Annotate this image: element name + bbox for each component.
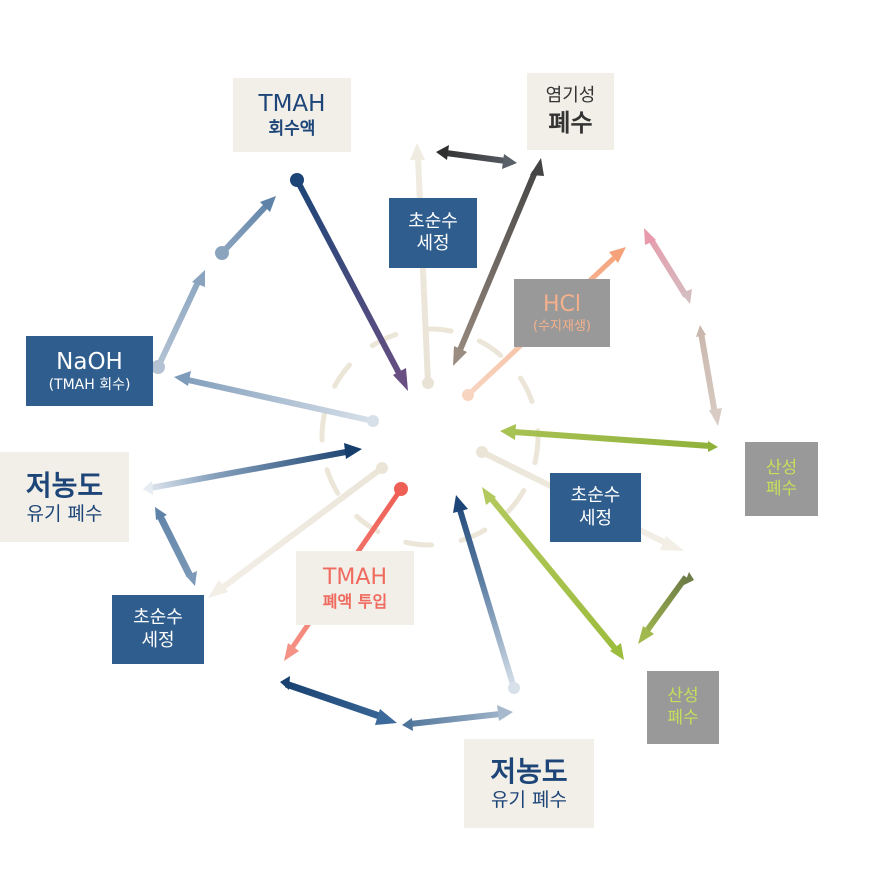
label-acid-waste-bottom-line2: 폐수 xyxy=(667,707,699,728)
label-naoh-line1: NaOH xyxy=(56,348,123,375)
arrow-olive-down xyxy=(638,572,694,644)
label-uprw-left-line2: 세정 xyxy=(141,629,175,651)
arrow-cream-left-down xyxy=(208,462,388,598)
arrow-navy-left xyxy=(143,443,362,495)
label-uprw-top-line2: 세정 xyxy=(416,233,450,254)
label-acid-waste-bottom-line1: 산성 xyxy=(667,686,699,707)
label-low-conc-left: 저농도 유기 폐수 xyxy=(0,452,129,542)
label-hcl-line2: (수지재생) xyxy=(533,318,591,334)
arrow-lime-left xyxy=(500,424,718,452)
arrow-taupe-down xyxy=(696,325,722,426)
label-tmah-input: TMAH 폐액 투입 xyxy=(296,551,414,625)
label-acid-waste-right-line1: 산성 xyxy=(765,457,798,478)
label-uprw-left-line1: 초순수 xyxy=(133,607,183,628)
label-naoh: NaOH (TMAH 회수) xyxy=(26,336,153,406)
arrow-steel-right-bottom xyxy=(402,705,513,731)
label-uprw-left: 초순수 세정 xyxy=(112,595,204,664)
label-low-conc-bottom-line2: 유기 폐수 xyxy=(491,789,567,812)
arrow-navy-up xyxy=(453,495,520,694)
label-uprw-top-line1: 초순수 xyxy=(408,210,458,232)
arrow-steel-up1 xyxy=(151,270,205,374)
arrow-steel-down-left xyxy=(155,507,197,586)
label-acid-waste-right-line2: 폐수 xyxy=(765,479,798,499)
label-acid-waste-right: 산성 폐수 xyxy=(745,442,818,516)
label-uprw-right-line2: 세정 xyxy=(578,507,613,529)
label-acid-waste-bottom: 산성 폐수 xyxy=(647,671,719,744)
label-low-conc-bottom-line1: 저농도 xyxy=(490,755,568,789)
label-tmah-recovery-line2: 회수액 xyxy=(268,118,316,139)
arrow-double-uprw-alkaline xyxy=(436,145,517,169)
arrow-navy-right-bottom xyxy=(280,676,397,725)
center-dashed-ring xyxy=(319,326,541,548)
label-low-conc-left-line2: 유기 폐수 xyxy=(26,502,103,525)
label-alkaline-waste-line2: 폐수 xyxy=(548,108,593,137)
label-alkaline-waste-line1: 염기성 xyxy=(545,85,596,107)
label-hcl: HCl (수지재생) xyxy=(514,279,610,347)
arrow-steel-to-naoh xyxy=(174,371,379,427)
label-tmah-recovery: TMAH 회수액 xyxy=(233,78,351,152)
arrow-alkaline-to-center xyxy=(453,158,544,366)
arrow-tmah-to-center xyxy=(290,173,408,391)
arrow-cream-up xyxy=(410,143,434,389)
arrow-lime-diagonal xyxy=(482,487,624,660)
label-low-conc-bottom: 저농도 유기 폐수 xyxy=(464,739,594,828)
label-alkaline-waste: 염기성 폐수 xyxy=(527,73,614,150)
arrow-pink-double xyxy=(644,228,692,304)
arrow-steel-up2 xyxy=(215,196,276,260)
label-uprw-right: 초순수 세정 xyxy=(550,473,641,542)
label-tmah-input-line2: 폐액 투입 xyxy=(322,591,388,611)
label-low-conc-left-line1: 저농도 xyxy=(25,468,104,502)
label-hcl-line1: HCl xyxy=(542,292,582,318)
label-tmah-input-line1: TMAH xyxy=(322,565,387,591)
label-naoh-line2: (TMAH 회수) xyxy=(48,376,131,393)
label-tmah-recovery-line1: TMAH xyxy=(258,91,326,117)
label-uprw-top: 초순수 세정 xyxy=(389,198,477,268)
label-uprw-right-line1: 초순수 xyxy=(570,485,621,506)
